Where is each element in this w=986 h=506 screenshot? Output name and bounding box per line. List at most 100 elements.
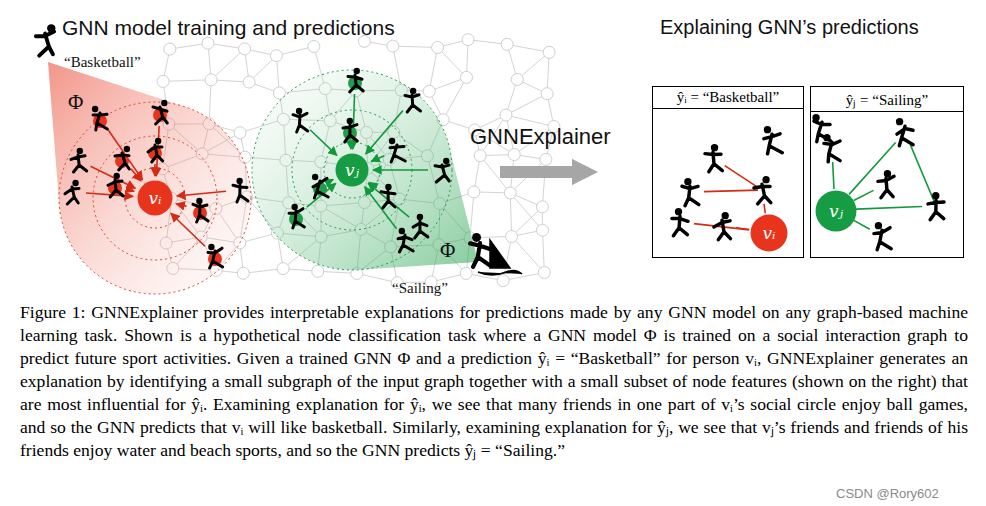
graph-node	[387, 40, 399, 52]
receptive-field-red	[48, 62, 251, 294]
explanation-panel: ŷᵢ = “Basketball” vᵢ	[652, 86, 804, 258]
sport-figure	[348, 68, 363, 92]
explanation-edge	[854, 190, 874, 200]
sport-figure	[754, 176, 771, 204]
sport-figure	[874, 222, 891, 250]
graph-edge	[393, 46, 438, 47]
graph-node	[543, 46, 555, 58]
graph-node	[500, 109, 512, 121]
sport-figure	[413, 214, 428, 238]
sport-figure	[148, 138, 163, 162]
sport-figure	[312, 174, 328, 198]
sport-figure	[233, 178, 248, 202]
target-node: vⱼ	[815, 190, 857, 232]
sport-figure	[343, 118, 357, 142]
sport-figure	[682, 178, 699, 206]
graph-node	[468, 186, 480, 198]
hop-ring	[93, 136, 217, 260]
sport-figure	[435, 158, 449, 182]
target-node: vᵢ	[137, 180, 173, 216]
message-arrow	[176, 204, 186, 207]
sport-figure	[92, 106, 107, 130]
graph-node	[536, 224, 548, 236]
model-symbol: Φ	[440, 238, 455, 263]
explanation-edge	[704, 190, 758, 192]
sport-figure	[705, 144, 722, 172]
message-arrow	[310, 130, 337, 156]
message-arrow	[128, 189, 134, 191]
graph-node	[243, 76, 255, 88]
graph-node	[501, 38, 513, 50]
graph-node	[460, 71, 472, 83]
node-disc	[816, 191, 857, 232]
node-disc	[138, 181, 173, 216]
graph-node	[506, 230, 518, 242]
sport-figure	[714, 212, 731, 240]
graph-node	[312, 265, 324, 277]
graph-edge	[506, 94, 547, 115]
sailboat-icon	[478, 240, 522, 275]
node-label: vᵢ	[762, 223, 775, 243]
graph-node	[202, 37, 214, 49]
message-arrow	[373, 169, 428, 171]
message-arrow	[350, 144, 352, 149]
explanation-edge	[856, 207, 922, 210]
graph-edge	[512, 236, 545, 272]
sport-figure	[896, 118, 913, 146]
message-arrow	[371, 156, 384, 162]
sport-figure	[928, 192, 944, 220]
graph-node	[536, 201, 548, 213]
graph-node	[239, 43, 251, 55]
graph-edge	[443, 77, 466, 119]
graph-node	[462, 34, 474, 46]
sport-figure	[108, 173, 123, 197]
sport-figure	[878, 170, 894, 198]
graph-node	[511, 73, 523, 85]
graph-edge	[211, 49, 244, 80]
sport-figure	[36, 24, 55, 55]
graph-node	[308, 40, 320, 52]
sport-figure	[764, 126, 782, 154]
message-arrow	[154, 164, 156, 176]
message-arrow	[365, 187, 397, 229]
graph-node	[164, 43, 176, 55]
node-label: vⱼ	[345, 160, 359, 180]
sport-figure	[812, 114, 830, 142]
sport-figure	[115, 146, 130, 170]
sport-figure	[389, 138, 405, 162]
graph-node	[540, 153, 552, 165]
explanation-edge	[764, 204, 765, 213]
panel-heading: ŷᵢ = “Basketball”	[653, 87, 803, 109]
explanation-panel: ŷⱼ = “Sailing” vⱼ	[810, 86, 964, 258]
graph-node	[541, 88, 553, 100]
sport-figure	[405, 88, 420, 112]
message-arrow	[131, 169, 141, 181]
graph-node	[497, 275, 509, 287]
graph-node	[234, 127, 246, 139]
figure-caption: Figure 1: GNNExplainer provides interpre…	[20, 301, 968, 462]
graph-node	[157, 75, 169, 87]
sport-figure	[289, 204, 304, 228]
panel-heading: ŷⱼ = “Sailing”	[811, 87, 963, 112]
target-node: vᵢ	[750, 214, 788, 252]
node-disc	[751, 215, 788, 252]
explanation-edge	[910, 145, 934, 202]
node-label: vᵢ	[148, 188, 161, 208]
sport-figure	[470, 233, 490, 267]
message-arrow	[177, 191, 226, 196]
node-disc	[336, 154, 369, 187]
graph-node	[270, 50, 282, 62]
explanation-edge	[725, 166, 759, 188]
graph-node	[474, 150, 486, 162]
graph-edge	[429, 47, 437, 91]
sport-figure	[381, 184, 395, 208]
graph-node	[432, 41, 444, 53]
node-label: vⱼ	[829, 201, 843, 221]
explanation-edge	[833, 162, 834, 189]
explanation-edge	[849, 142, 896, 194]
sport-figure	[672, 208, 688, 236]
explainer-arrow	[500, 166, 585, 178]
figure-title: GNN model training and predictions	[62, 16, 395, 40]
sport-figure	[193, 198, 208, 222]
graph-node	[277, 263, 289, 275]
